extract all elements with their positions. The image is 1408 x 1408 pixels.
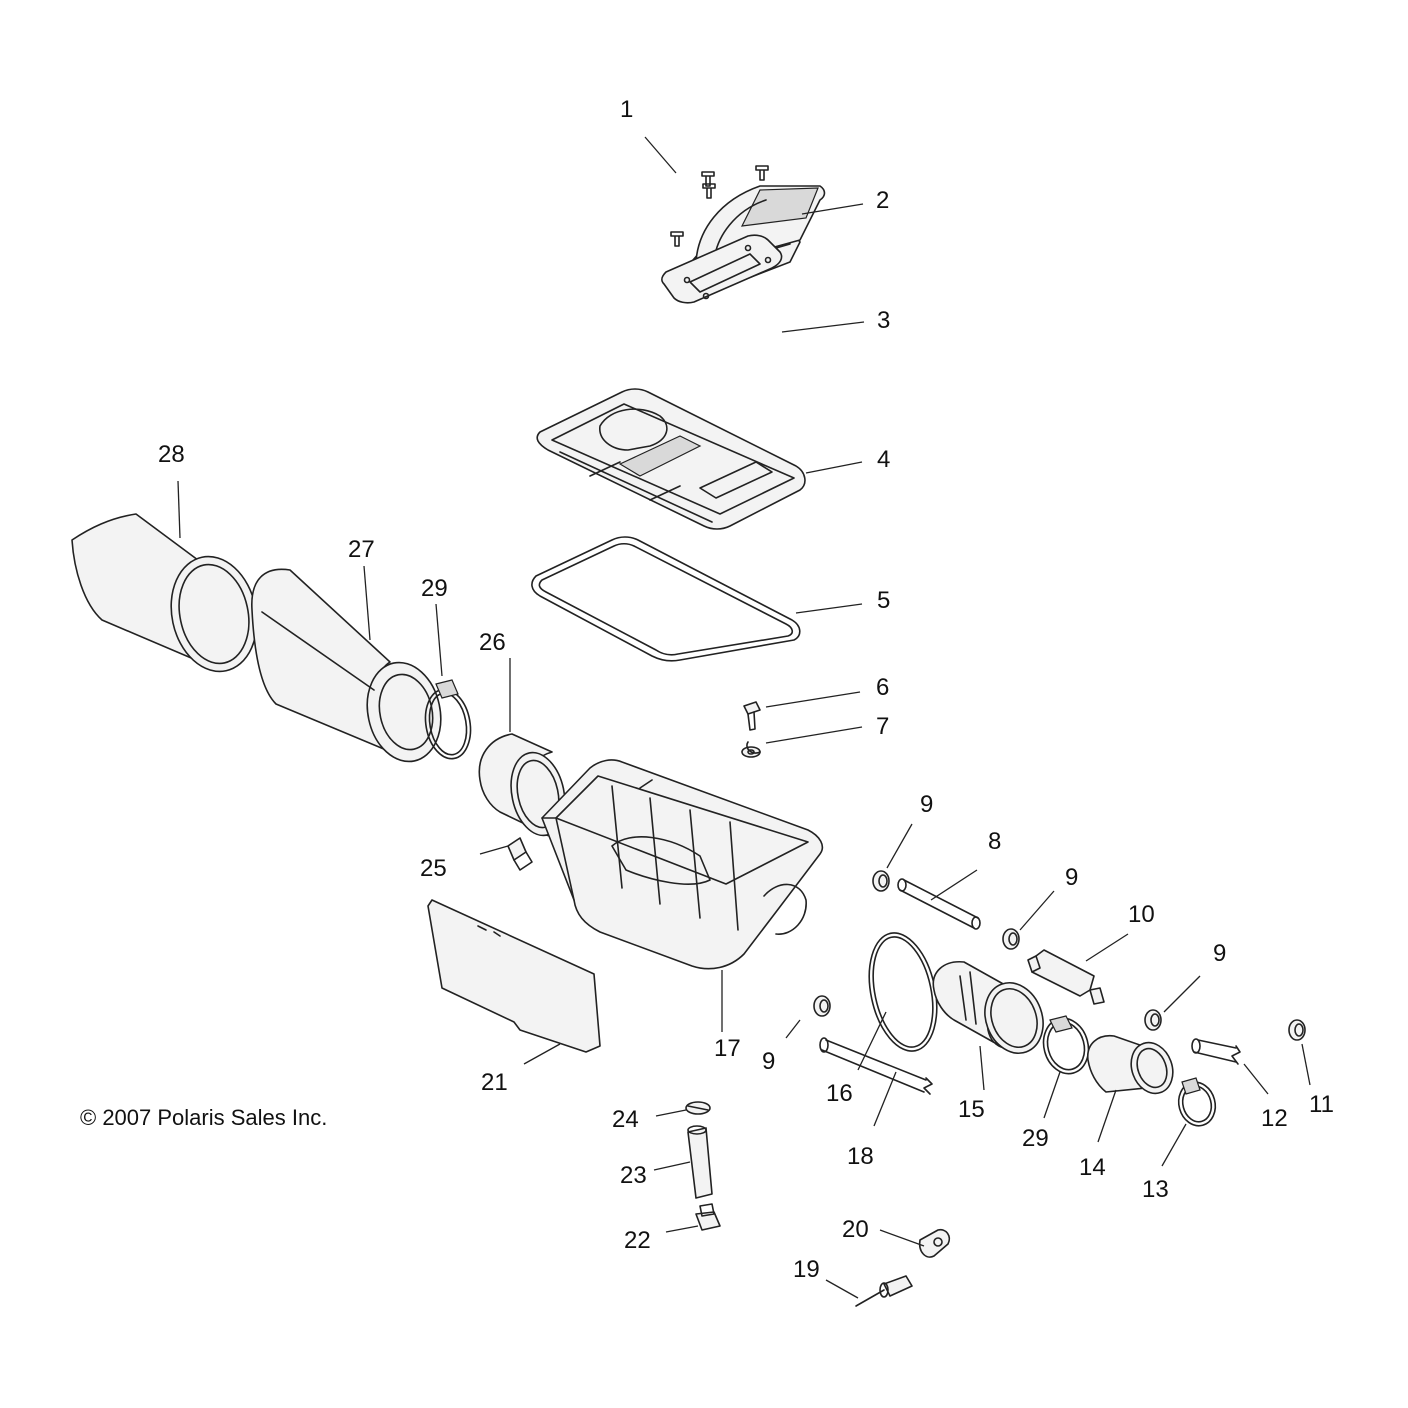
callout-labels: 1 2 3 4 5 6 7 8 9 9 9 9 10 11 12 13 14 1… <box>158 96 1334 1283</box>
part-24-clip <box>685 1101 711 1115</box>
part-9-clip-a <box>872 870 890 892</box>
callout-29-a: 29 <box>421 575 448 602</box>
part-4-airbox-cover <box>536 388 806 530</box>
part-23-drain-tube <box>687 1125 713 1199</box>
part-6-bolt <box>743 701 761 731</box>
part-29-clamp-left <box>424 679 472 760</box>
callout-12: 12 <box>1261 1105 1288 1132</box>
callout-21: 21 <box>481 1069 508 1096</box>
part-20-grommet <box>918 1228 951 1258</box>
part-9-clip-c <box>813 995 831 1017</box>
callout-4: 4 <box>877 446 890 473</box>
part-10-fuel-filter <box>1027 949 1105 1005</box>
callout-14: 14 <box>1079 1154 1106 1181</box>
callout-3: 3 <box>877 307 890 334</box>
part-12-hose <box>1191 1038 1241 1065</box>
part-18-tube <box>819 1037 933 1095</box>
part-11-cap <box>1288 1019 1306 1041</box>
callout-17: 17 <box>714 1035 741 1062</box>
callout-1: 1 <box>620 96 633 123</box>
part-21-plate <box>427 899 601 1053</box>
callout-16: 16 <box>826 1080 853 1107</box>
part-9-clip-d <box>1144 1009 1162 1031</box>
callout-10: 10 <box>1128 901 1155 928</box>
callout-11: 11 <box>1309 1091 1334 1118</box>
callout-7: 7 <box>876 713 889 740</box>
callout-22: 22 <box>624 1227 651 1254</box>
callout-20: 20 <box>842 1216 869 1243</box>
part-29-clamp-right <box>1042 1015 1090 1075</box>
copyright-notice: © 2007 Polaris Sales Inc. <box>80 1105 327 1130</box>
part-3-gasket-plate <box>661 234 783 304</box>
part-8-hose <box>897 878 981 930</box>
part-13-clamp <box>1177 1077 1217 1127</box>
part-27-filter-element <box>251 568 442 763</box>
part-9-clip-b <box>1002 928 1020 950</box>
part-17-airbox-base <box>541 741 824 970</box>
part-1-screws <box>670 165 769 247</box>
callout-6: 6 <box>876 674 889 701</box>
callout-28: 28 <box>158 441 185 468</box>
part-5-seal <box>531 536 801 662</box>
callout-2: 2 <box>876 187 889 214</box>
callout-24: 24 <box>612 1106 639 1133</box>
callout-18: 18 <box>847 1143 874 1170</box>
part-28-filter-wrap <box>71 513 258 673</box>
callout-9-d: 9 <box>1213 940 1226 967</box>
callout-29-b: 29 <box>1022 1125 1049 1152</box>
callout-15: 15 <box>958 1096 985 1123</box>
callout-9-b: 9 <box>1065 864 1078 891</box>
part-22-fitting <box>695 1203 721 1231</box>
part-15-intake-boot <box>932 961 1044 1054</box>
callout-23: 23 <box>620 1162 647 1189</box>
callout-26: 26 <box>479 629 506 656</box>
part-14-adapter <box>1087 1035 1174 1095</box>
callout-9-a: 9 <box>920 791 933 818</box>
callout-25: 25 <box>420 855 447 882</box>
callout-27: 27 <box>348 536 375 563</box>
callout-13: 13 <box>1142 1176 1169 1203</box>
leader-lines <box>177 136 1311 1299</box>
callout-8: 8 <box>988 828 1001 855</box>
part-25-bracket <box>507 837 533 871</box>
part-19-rivet <box>855 1275 913 1307</box>
callout-9-c: 9 <box>762 1048 775 1075</box>
callout-5: 5 <box>877 587 890 614</box>
callout-19: 19 <box>793 1256 820 1283</box>
